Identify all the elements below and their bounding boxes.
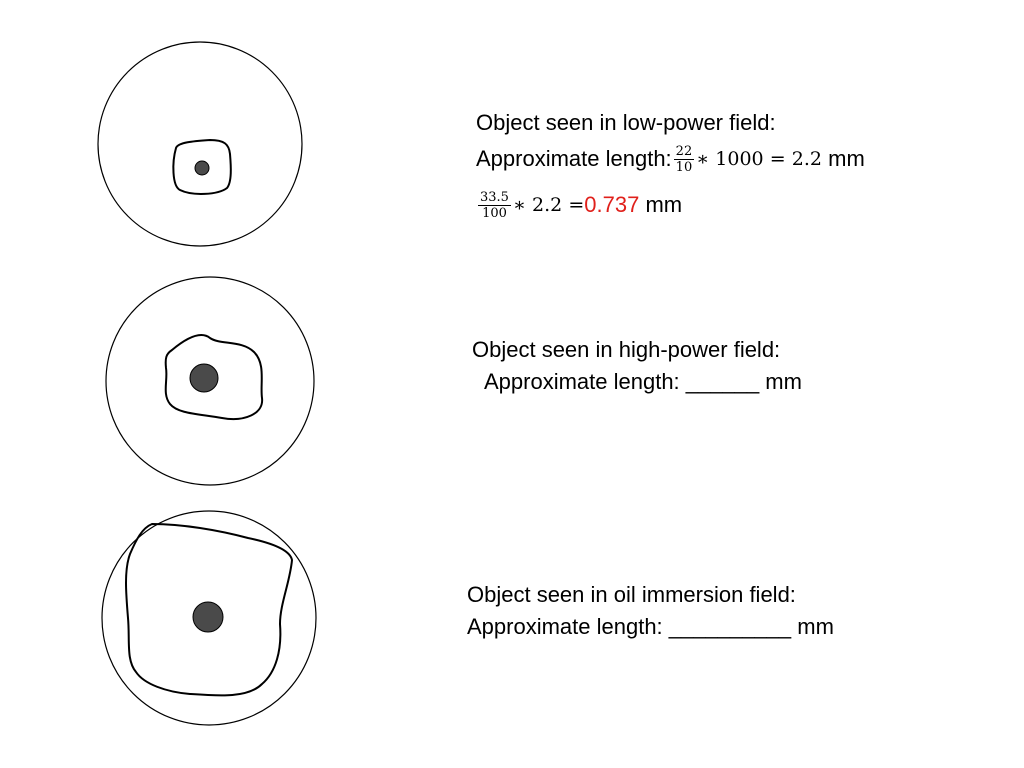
unit-label: mm [645,192,683,217]
fraction-denominator: 10 [675,159,693,175]
oil-immersion-field-circle [101,510,317,726]
fraction-denominator: 100 [482,205,507,221]
low-power-fraction: 22 10 [673,143,695,175]
high-power-length-line: Approximate length: ______ mm [484,369,802,394]
oil-immersion-title: Object seen in oil immersion field: [467,582,796,607]
equals-sign: = [568,194,585,216]
low-power-cell-outline [172,138,232,195]
low-power-field-circle [97,41,303,247]
equals-sign: = [769,148,786,170]
high-power-field [105,276,315,486]
fraction-numerator: 33.5 [478,189,511,206]
low-power-field [97,41,303,247]
multiplier-value: 2.2 [532,194,563,216]
high-power-cell-outline [164,334,264,420]
fraction-numerator: 22 [673,143,695,160]
oil-immersion-field [101,510,317,726]
low-power-result: 2.2 [791,148,823,170]
oil-immersion-nucleus [192,601,224,633]
oil-immersion-cell-outline [125,522,294,697]
high-power-nucleus [189,363,219,393]
computed-answer: 0.737 [584,192,640,217]
low-power-title: Object seen in low-power field: [476,110,776,135]
multiply-operator: ∗ [512,194,526,216]
low-power-nucleus [194,160,210,176]
low-power-length-label: Approximate length: [476,146,672,171]
low-power-length-line: Approximate length: 22 10 ∗ 1000 = 2.2 m… [476,137,865,181]
multiply-operator: ∗ [696,148,710,170]
conversion-fraction: 33.5 100 [478,190,511,221]
unit-label: mm [828,146,865,171]
high-power-field-circle [105,276,315,486]
oil-immersion-length-line: Approximate length: __________ mm [467,614,834,639]
conversion-line: 33.5 100 ∗ 2.2 =0.737 mm [476,183,682,227]
high-power-title: Object seen in high-power field: [472,337,781,362]
multiplier-value: 1000 [715,148,764,170]
